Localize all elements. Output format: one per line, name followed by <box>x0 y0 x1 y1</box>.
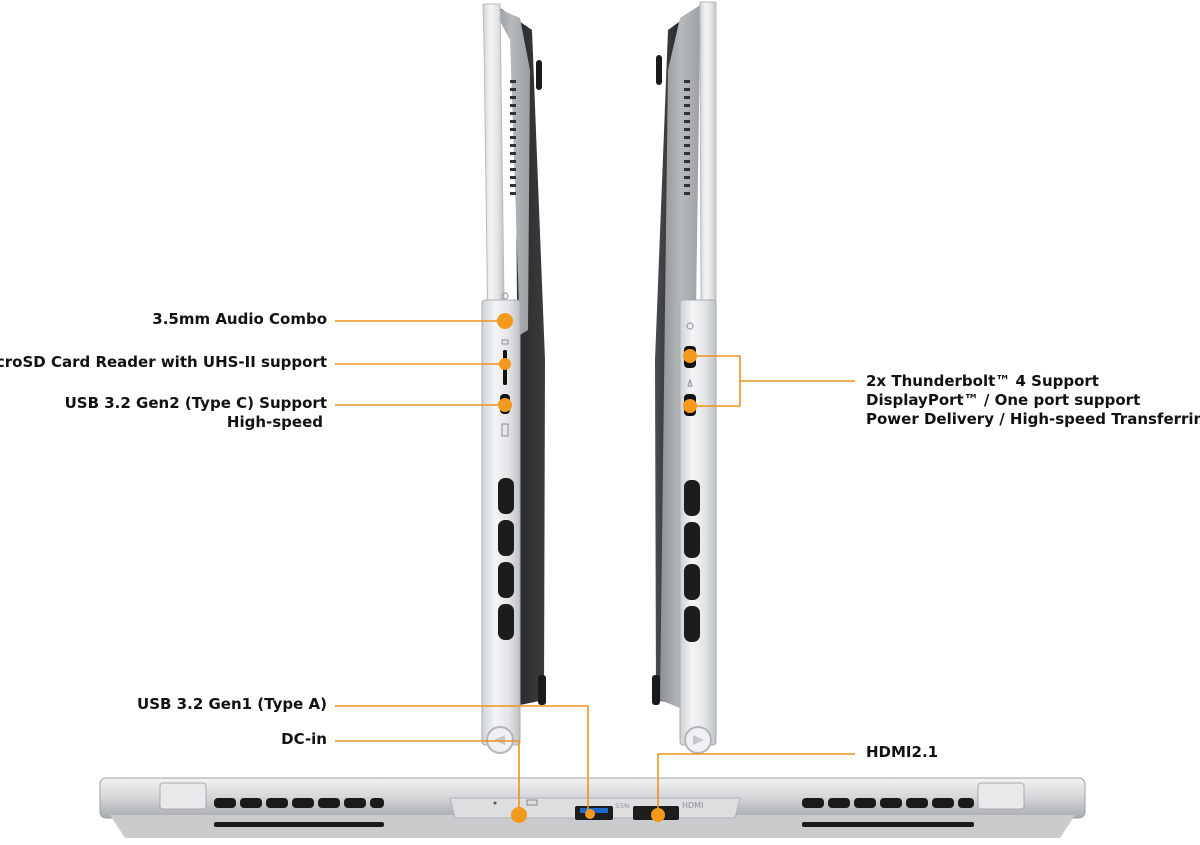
right-top-vent <box>684 80 690 195</box>
hdmi-leader <box>657 753 855 815</box>
left-side-laptop <box>481 3 546 754</box>
label-hdmi: HDMI2.1 <box>866 743 939 761</box>
left-laptop-foot-bottom <box>538 675 546 705</box>
left-port-icons <box>501 292 509 437</box>
label-audio: 3.5mm Audio Combo <box>152 310 327 328</box>
thunderbolt-2-marker <box>683 399 697 413</box>
right-laptop-lid <box>699 1 717 341</box>
dc-in-leader <box>335 740 520 815</box>
label-usb-a: USB 3.2 Gen1 (Type A) <box>137 695 327 713</box>
left-laptop-grey-panel <box>492 6 530 335</box>
rear-led-dot <box>493 801 497 805</box>
right-laptop-foot-bottom <box>652 675 660 705</box>
label-thunderbolt-line3: Power Delivery / High-speed Transferring <box>866 410 1200 428</box>
audio-marker <box>497 313 513 329</box>
label-usb-c-line1: USB 3.2 Gen2 (Type C) Support <box>64 394 327 412</box>
rear-left-hinge <box>159 782 207 810</box>
dc-in-marker <box>511 807 527 823</box>
left-hinge-arrow-icon <box>494 735 505 745</box>
left-side-vents <box>498 478 514 640</box>
right-side-vents <box>684 480 700 642</box>
label-thunderbolt-line1: 2x Thunderbolt™ 4 Support <box>866 372 1099 390</box>
right-port-icons <box>686 322 694 387</box>
left-laptop-lid <box>482 3 505 341</box>
rear-right-hinge <box>977 782 1025 810</box>
label-thunderbolt-line2: DisplayPort™ / One port support <box>866 391 1141 409</box>
rear-right-vent <box>802 798 974 827</box>
usb-a-leader <box>335 705 589 815</box>
rear-laptop-bottom-shell <box>110 815 1075 838</box>
label-dc-in: DC-in <box>281 730 327 748</box>
label-usb-c-line2: High-speed <box>226 413 323 431</box>
left-laptop-dark-body <box>500 8 545 705</box>
callout-lines <box>335 320 855 815</box>
left-top-vent <box>510 80 516 195</box>
rear-hdmi-mark: HDMI <box>682 801 703 810</box>
rear-usb-ss-icon: SS⇆ <box>615 802 630 810</box>
rear-dc-in-icon <box>526 799 538 806</box>
thunderbolt-1-marker <box>683 349 697 363</box>
right-side-laptop <box>652 1 717 754</box>
label-microsd: microSD Card Reader with UHS-II support <box>0 353 327 371</box>
left-laptop-foot-top <box>536 60 542 90</box>
rear-left-vent <box>214 798 384 827</box>
rear-laptop: SS⇆ HDMI <box>99 777 1086 838</box>
port-markers <box>497 313 697 823</box>
usb-c-marker <box>498 398 512 412</box>
rear-usb-a-blue-insert <box>580 808 608 813</box>
right-laptop-foot-top <box>656 55 662 85</box>
microsd-marker <box>499 358 511 370</box>
hdmi-marker <box>651 808 665 822</box>
right-hinge-arrow-icon <box>693 735 704 745</box>
usb-a-marker <box>585 809 595 819</box>
